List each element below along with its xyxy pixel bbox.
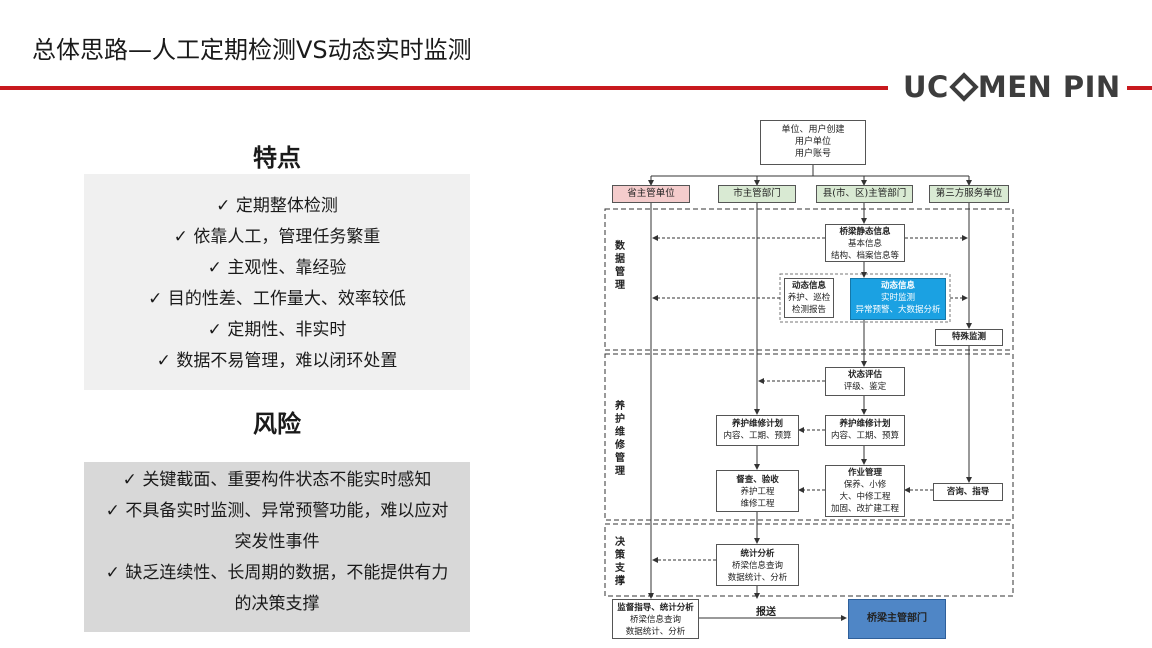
dynamic-manual-box: 动态信息养护、巡检检测报告 [784, 278, 834, 318]
risk-item-continued: 突发性事件 [234, 532, 320, 552]
feature-item: ✓ 定期性、非实时 [207, 320, 347, 340]
consult-box: 咨询、指导 [933, 483, 1003, 501]
section-label-data: 数据管理 [615, 241, 625, 291]
feature-item: ✓ 定期整体检测 [216, 196, 338, 216]
province-unit-box: 省主管单位 [612, 185, 690, 203]
section-frame-maint [604, 353, 1014, 521]
header-rule-tail [1127, 86, 1152, 90]
county-unit-box: 县(市、区)主管部门 [816, 185, 913, 203]
page-title: 总体思路—人工定期检测VS动态实时监测 [32, 36, 472, 64]
section-frame-data [604, 208, 1014, 351]
feature-item: ✓ 目的性差、工作量大、效率较低 [148, 289, 406, 309]
city-unit-box: 市主管部门 [718, 185, 796, 203]
risk-item-continued: 的决策支撑 [234, 594, 320, 614]
report-label: 报送 [756, 607, 776, 618]
supervise-box: 监督指导、统计分析桥梁信息查询数据统计、分析 [612, 599, 699, 639]
third-party-unit-box: 第三方服务单位 [929, 185, 1009, 203]
risk-item: ✓ 缺乏连续性、长周期的数据，不能提供有力 [105, 563, 449, 583]
features-box: ✓ 定期整体检测 ✓ 依靠人工，管理任务繁重 ✓ 主观性、靠经验 ✓ 目的性差、… [84, 174, 470, 390]
user-creation-box: 单位、用户创建用户单位用户账号 [760, 120, 866, 165]
section-label-decision: 决策支撑 [615, 537, 625, 587]
stats-analysis-box: 统计分析桥梁信息查询数据统计、分析 [716, 544, 799, 586]
risks-heading: 风险 [253, 410, 301, 438]
inspect-accept-box: 督查、验收养护工程维修工程 [716, 470, 799, 512]
state-assess-box: 状态评估评级、鉴定 [825, 367, 905, 396]
work-manage-box: 作业管理保养、小修大、中修工程加固、改扩建工程 [825, 465, 905, 517]
section-frame-decision [604, 523, 1014, 597]
bridge-dept-box: 桥梁主管部门 [848, 599, 946, 639]
risks-box: ✓ 关键截面、重要构件状态不能实时感知 ✓ 不具备实时监测、异常预警功能，难以应… [84, 462, 470, 632]
section-label-maint: 养护维修管理 [615, 401, 625, 477]
feature-item: ✓ 主观性、靠经验 [207, 258, 347, 278]
plan-left-box: 养护维修计划内容、工期、预算 [716, 415, 799, 446]
static-info-box: 桥梁静态信息基本信息结构、档案信息等 [825, 224, 905, 262]
plan-right-box: 养护维修计划内容、工期、预算 [825, 415, 905, 446]
header-rule [0, 86, 888, 90]
risk-item: ✓ 关键截面、重要构件状态不能实时感知 [122, 470, 432, 490]
risk-item: ✓ 不具备实时监测、异常预警功能，难以应对 [105, 501, 449, 521]
features-heading: 特点 [253, 144, 301, 172]
feature-item: ✓ 依靠人工，管理任务繁重 [173, 227, 381, 247]
dynamic-monitor-box: 动态信息实时监测异常预警、大数据分析 [850, 278, 946, 320]
feature-item: ✓ 数据不易管理，难以闭环处置 [156, 351, 398, 371]
special-monitor-box: 特殊监测 [935, 329, 1003, 346]
